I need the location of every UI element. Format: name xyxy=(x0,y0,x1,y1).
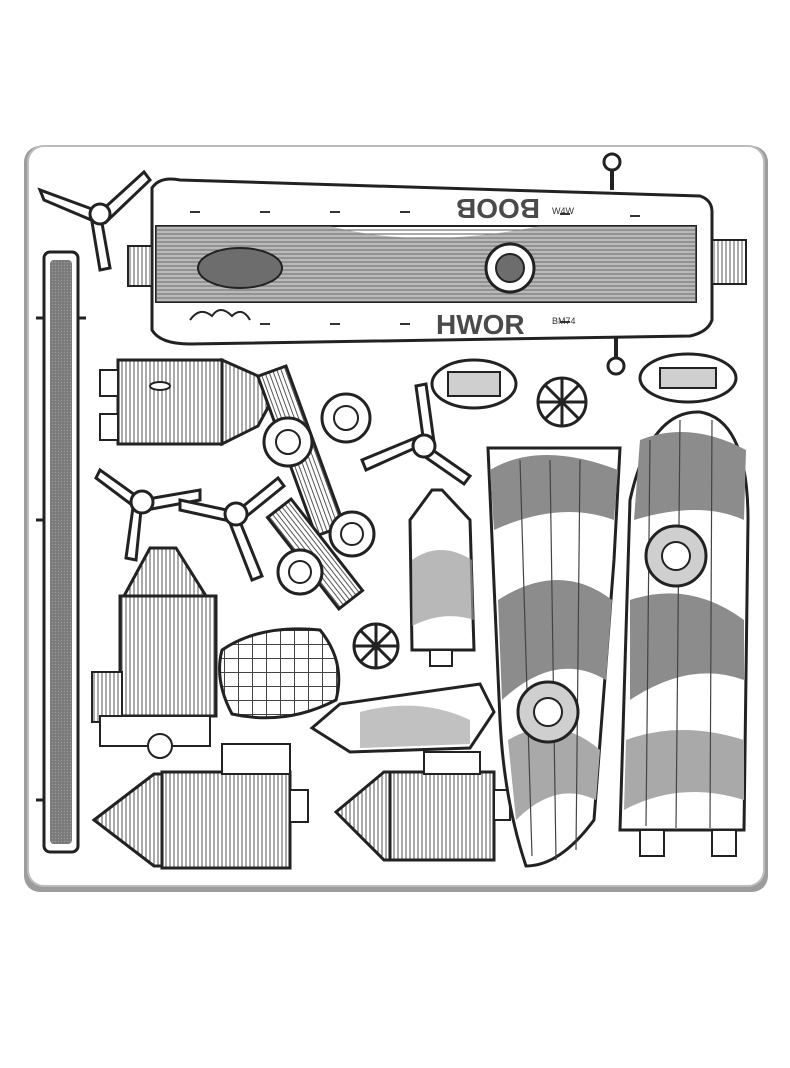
engine-nacelle-upper xyxy=(99,357,274,447)
engine-mount-upper xyxy=(255,364,372,538)
main-wing-right xyxy=(618,410,750,857)
propeller-mid-center xyxy=(178,475,287,582)
engine-nacelle-bottom-center xyxy=(333,751,511,862)
engine-mount-lower xyxy=(265,496,376,612)
wing-spar-left xyxy=(36,250,86,854)
cowling-star-lower xyxy=(352,622,400,670)
fuselage-panel: BOOB HWOR W4W BM74 xyxy=(127,152,747,376)
propeller-right xyxy=(360,382,473,487)
marking-serial-bottom: BM74 xyxy=(552,316,576,326)
tail-fin-left xyxy=(408,488,476,667)
engine-nacelle-left-lower xyxy=(91,546,218,759)
marking-top-code: BOOB xyxy=(456,193,540,224)
engine-nacelle-bottom-left xyxy=(91,743,309,870)
cockpit-canopy xyxy=(430,352,738,410)
tail-plane xyxy=(309,682,496,754)
main-wing-center xyxy=(486,446,622,868)
propeller-top-left xyxy=(37,169,152,272)
marking-bottom-code: HWOR xyxy=(436,309,525,340)
marking-serial-top: W4W xyxy=(552,206,575,216)
bomb-bay-frame xyxy=(218,627,341,720)
propeller-mid-left xyxy=(94,467,202,562)
cowling-star-upper xyxy=(536,376,588,428)
